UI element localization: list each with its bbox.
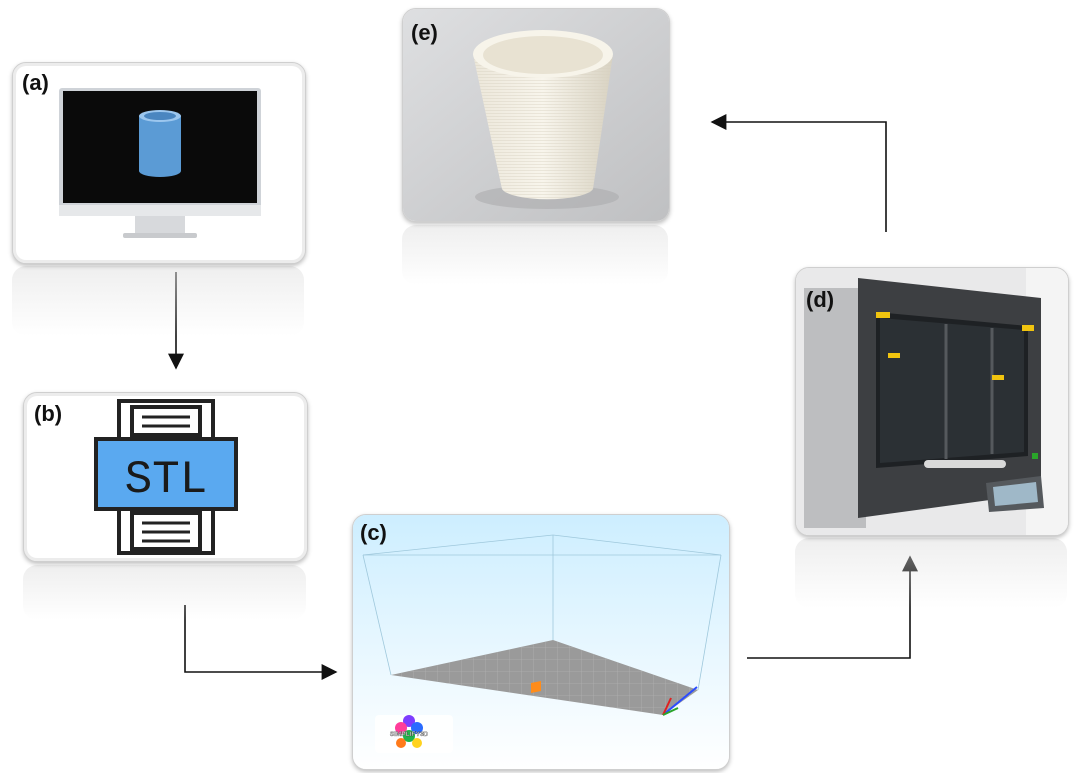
panel-b-stl-file: STL (b) <box>23 392 308 562</box>
panel-e-label: (e) <box>411 20 438 45</box>
panel-d-printer: (d) <box>795 267 1069 536</box>
simplify3d-logo: SIMPLIFY3D <box>375 715 453 753</box>
monitor-illustration <box>59 88 261 238</box>
build-volume-wireframe <box>362 534 722 691</box>
panel-d-label: (d) <box>806 287 835 312</box>
panel-e-printed-part: (e) <box>402 8 670 222</box>
panel-a-cad-model: (a) <box>12 62 306 264</box>
stl-file-icon: STL <box>94 399 238 555</box>
slicer-build-volume: SIMPLIFY3D <box>353 515 729 769</box>
panel-c-label: (c) <box>360 520 387 545</box>
panel-c-slicer: SIMPLIFY3D (c) <box>352 514 730 770</box>
panel-b-label: (b) <box>34 401 63 426</box>
part-preview <box>531 681 541 693</box>
printed-cup-illustration <box>403 9 669 221</box>
panel-e-reflection <box>402 225 668 285</box>
panel-a-reflection <box>12 266 304 336</box>
panel-d-reflection <box>795 538 1067 608</box>
panel-a-label: (a) <box>22 70 49 95</box>
cylinder-model-icon <box>139 110 181 177</box>
logo-text: SIMPLIFY3D <box>390 731 429 738</box>
stl-text: STL <box>125 454 208 506</box>
panel-b-reflection <box>23 565 306 620</box>
printer-illustration <box>796 268 1068 535</box>
arrow-d-to-e <box>710 114 887 232</box>
